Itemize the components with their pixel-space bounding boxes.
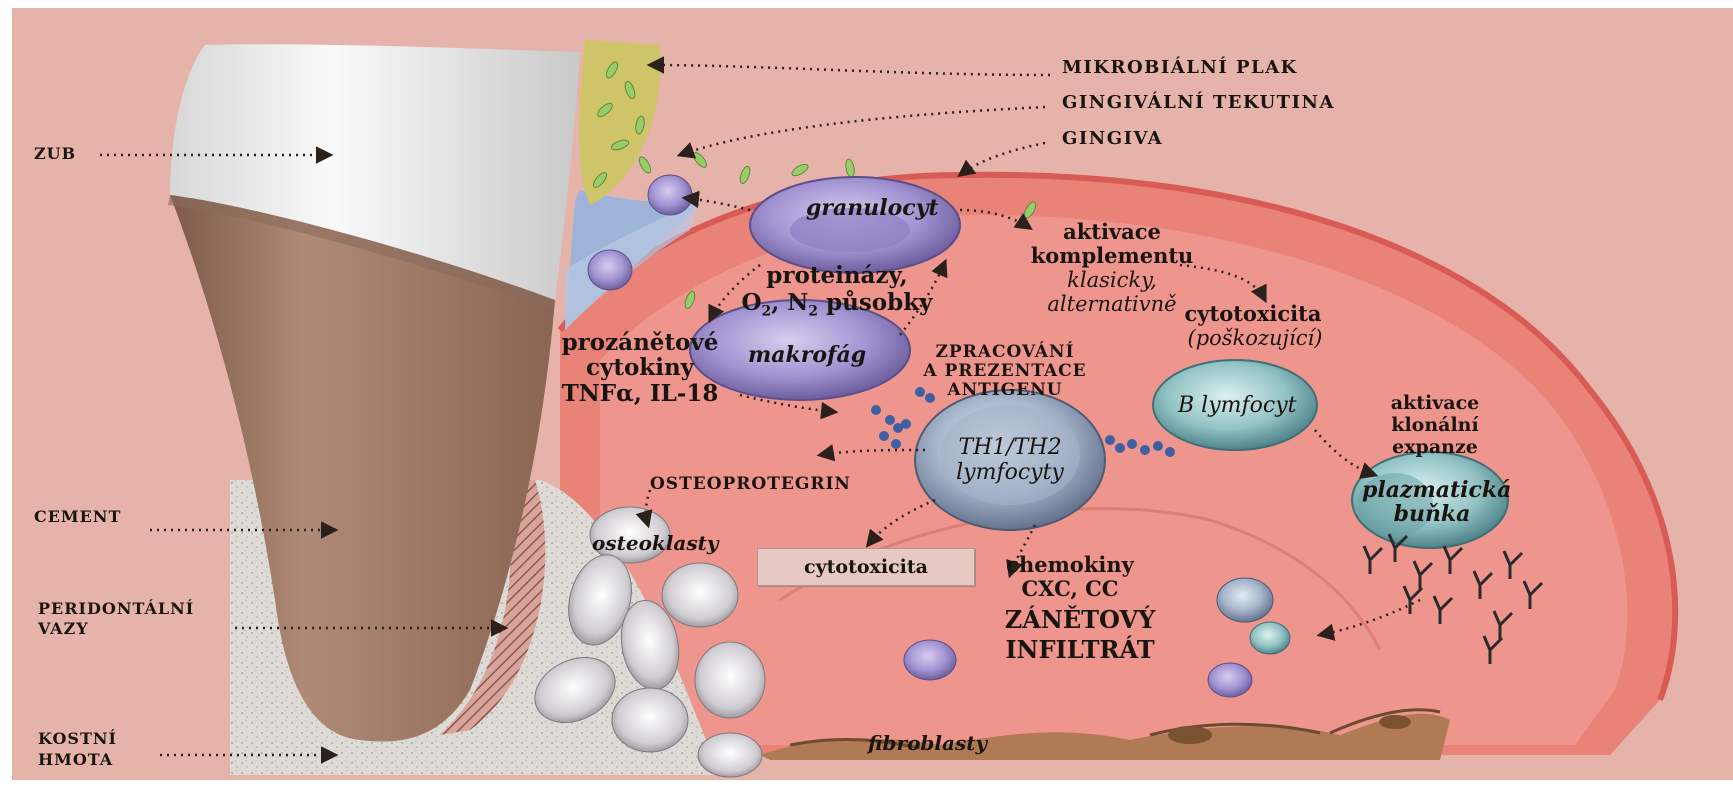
- label-bunka: buňka: [1362, 502, 1502, 527]
- label-cxc-cc: CXC, CC: [1000, 577, 1140, 601]
- label-cytotoxicita-box: cytotoxicita: [758, 549, 974, 585]
- label-peridontalni: PERIDONTÁLNÍ: [38, 600, 194, 618]
- label-expanze: expanze: [1370, 437, 1500, 459]
- infiltrate-cell: [1250, 622, 1290, 654]
- osteoclast-cell: [662, 563, 738, 627]
- label-klonalni: klonální: [1370, 415, 1500, 437]
- label-o2-n2-c: působky: [818, 289, 932, 316]
- label-zpracovani: ZPRACOVÁNÍ: [905, 343, 1105, 363]
- label-tnfa: TNFα, IL-18: [545, 381, 735, 407]
- label-cytokiny: cytokiny: [555, 355, 725, 381]
- label-mikrobialni-plak: MIKROBIÁLNÍ PLAK: [1062, 58, 1298, 79]
- label-gingiva: GINGIVA: [1062, 129, 1163, 150]
- osteoclast-cell: [698, 733, 762, 777]
- label-poskozujici: (poškozující): [1160, 326, 1350, 350]
- neutrophil-cell: [648, 175, 692, 215]
- label-infiltrat: INFILTRÁT: [990, 636, 1170, 664]
- label-hmota: HMOTA: [38, 751, 113, 769]
- fibroblast-nucleus: [1168, 726, 1212, 744]
- label-aktivace-k1: aktivace: [1370, 393, 1500, 415]
- fibroblast-nucleus: [1379, 715, 1411, 729]
- label-makrofag: makrofág: [748, 343, 866, 368]
- osteoclast-cell: [695, 642, 765, 718]
- label-o2-sub: 2: [762, 304, 772, 320]
- label-plazmaticka: plazmatická: [1362, 478, 1502, 503]
- label-th1-th2: TH1/TH2: [930, 435, 1090, 460]
- label-cement: CEMENT: [34, 508, 121, 526]
- label-o2-n2-a: O: [741, 289, 761, 316]
- label-cytotoxicita-poskozujici: cytotoxicita: [1168, 302, 1338, 326]
- label-proteinazy: proteinázy,: [742, 263, 932, 289]
- infiltrate-cell: [1217, 578, 1273, 622]
- label-klasicky: klasicky,: [1012, 268, 1212, 292]
- label-chemokiny: chemokiny: [1000, 553, 1140, 577]
- label-lymfocyty: lymfocyty: [930, 460, 1090, 485]
- label-zub: ZUB: [34, 145, 76, 163]
- label-prozanetove: prozánětové: [555, 330, 725, 356]
- label-osteoprotegrin: OSTEOPROTEGRIN: [650, 475, 851, 495]
- label-aktivace-1: aktivace: [1012, 220, 1212, 244]
- infiltrate-cell: [1208, 663, 1252, 697]
- label-kostni: KOSTNÍ: [38, 730, 117, 748]
- neutrophil-cell: [588, 250, 632, 290]
- label-a-prezentace: A PREZENTACE: [905, 362, 1105, 382]
- label-granulocyt: granulocyt: [806, 196, 939, 221]
- label-antigenu: ANTIGENU: [905, 381, 1105, 401]
- label-vazy: VAZY: [38, 620, 89, 638]
- cytotoxicita-box: cytotoxicita: [757, 548, 975, 586]
- infiltrate-cell: [904, 640, 956, 680]
- label-gingivalni-tekutina: GINGIVÁLNÍ TEKUTINA: [1062, 93, 1335, 114]
- label-zanetovy: ZÁNĚTOVÝ: [990, 606, 1170, 634]
- label-o2-n2-b: , N: [771, 289, 808, 316]
- label-komplementu: komplementu: [1012, 244, 1212, 268]
- osteoclast-cell: [612, 688, 688, 752]
- label-o2-n2: O2, N2 působky: [712, 290, 962, 320]
- label-n2-sub: 2: [808, 304, 818, 320]
- label-fibroblasty: fibroblasty: [868, 732, 987, 755]
- label-b-lymfocyt: B lymfocyt: [1178, 393, 1296, 418]
- label-osteoklasty: osteoklasty: [592, 532, 718, 555]
